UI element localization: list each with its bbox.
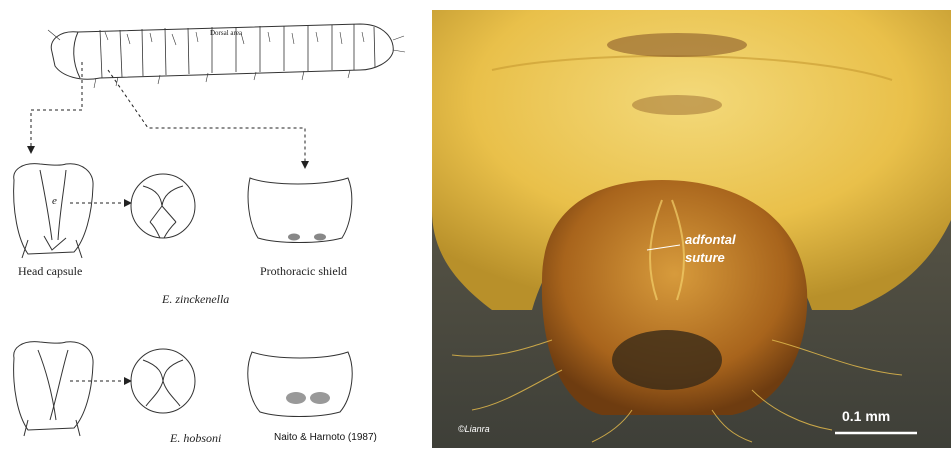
morphology-drawing [0, 0, 430, 451]
species-name-1: E. zinckenella [162, 292, 229, 307]
label-e: e [52, 195, 57, 207]
species-name-2: E. hobsoni [170, 431, 221, 446]
frons-detail-circle-1 [131, 174, 195, 238]
head-capsule-label: Head capsule [18, 264, 82, 279]
prothoracic-shield-drawing-1 [248, 178, 352, 243]
head-capsule-drawing-1 [14, 164, 93, 258]
connector-arrows [31, 62, 305, 381]
annotation-suture: suture [685, 250, 725, 265]
photo-panel: adfontal suture ©Lianra 0.1 mm [432, 10, 951, 448]
scale-bar-label: 0.1 mm [842, 408, 890, 424]
watermark: ©Lianra [458, 424, 490, 434]
larva-photo [432, 10, 951, 448]
credit-text: Naito & Harnoto (1987) [274, 432, 377, 443]
prothoracic-shield-label: Prothoracic shield [260, 264, 347, 279]
frons-detail-circle-2 [131, 349, 195, 413]
dorsal-area-annotation: Dorsal area [210, 29, 242, 37]
head-capsule-drawing-2 [14, 342, 93, 436]
prothoracic-shield-drawing-2 [248, 352, 352, 417]
diagram-panel: Dorsal area e Head capsule Prothoracic s… [0, 0, 430, 451]
annotation-adfontal: adfontal [685, 232, 736, 247]
